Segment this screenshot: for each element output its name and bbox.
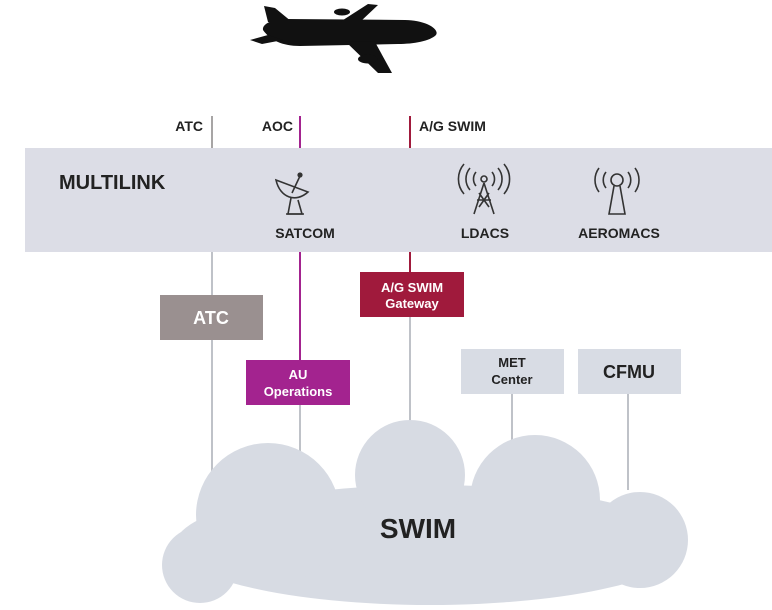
airplane-icon	[250, 4, 437, 73]
au-operations-box	[246, 360, 350, 405]
au-label-line1: AU	[289, 367, 308, 382]
gateway-label-line2: Gateway	[385, 296, 439, 311]
cfmu-box	[578, 349, 681, 394]
multilink-title: MULTILINK	[59, 172, 166, 194]
gateway-label-line1: A/G SWIM	[381, 280, 443, 295]
multilink-band	[25, 148, 772, 252]
met-label-line1: MET	[498, 355, 526, 370]
cfmu-label: CFMU	[603, 362, 655, 382]
aeromacs-label: AEROMACS	[578, 225, 660, 241]
ag-swim-gateway-box	[360, 272, 464, 317]
atc-box	[160, 295, 263, 340]
met-center-box	[461, 349, 564, 394]
satellite-dish-icon	[274, 172, 310, 215]
top-label-atc: ATC	[175, 118, 203, 134]
top-label-aoc: AOC	[262, 118, 293, 134]
top-label-ag-swim: A/G SWIM	[419, 118, 486, 134]
swim-cloud-label: SWIM	[380, 513, 456, 544]
swim-cloud	[162, 420, 688, 605]
antenna-icon	[594, 167, 640, 215]
satcom-label: SATCOM	[275, 225, 335, 241]
met-label-line2: Center	[491, 372, 532, 387]
ldacs-label: LDACS	[461, 225, 509, 241]
connector-lines	[211, 116, 629, 500]
antenna-icon	[457, 163, 511, 215]
au-label-line2: Operations	[264, 384, 333, 399]
atc-box-label: ATC	[193, 308, 229, 328]
